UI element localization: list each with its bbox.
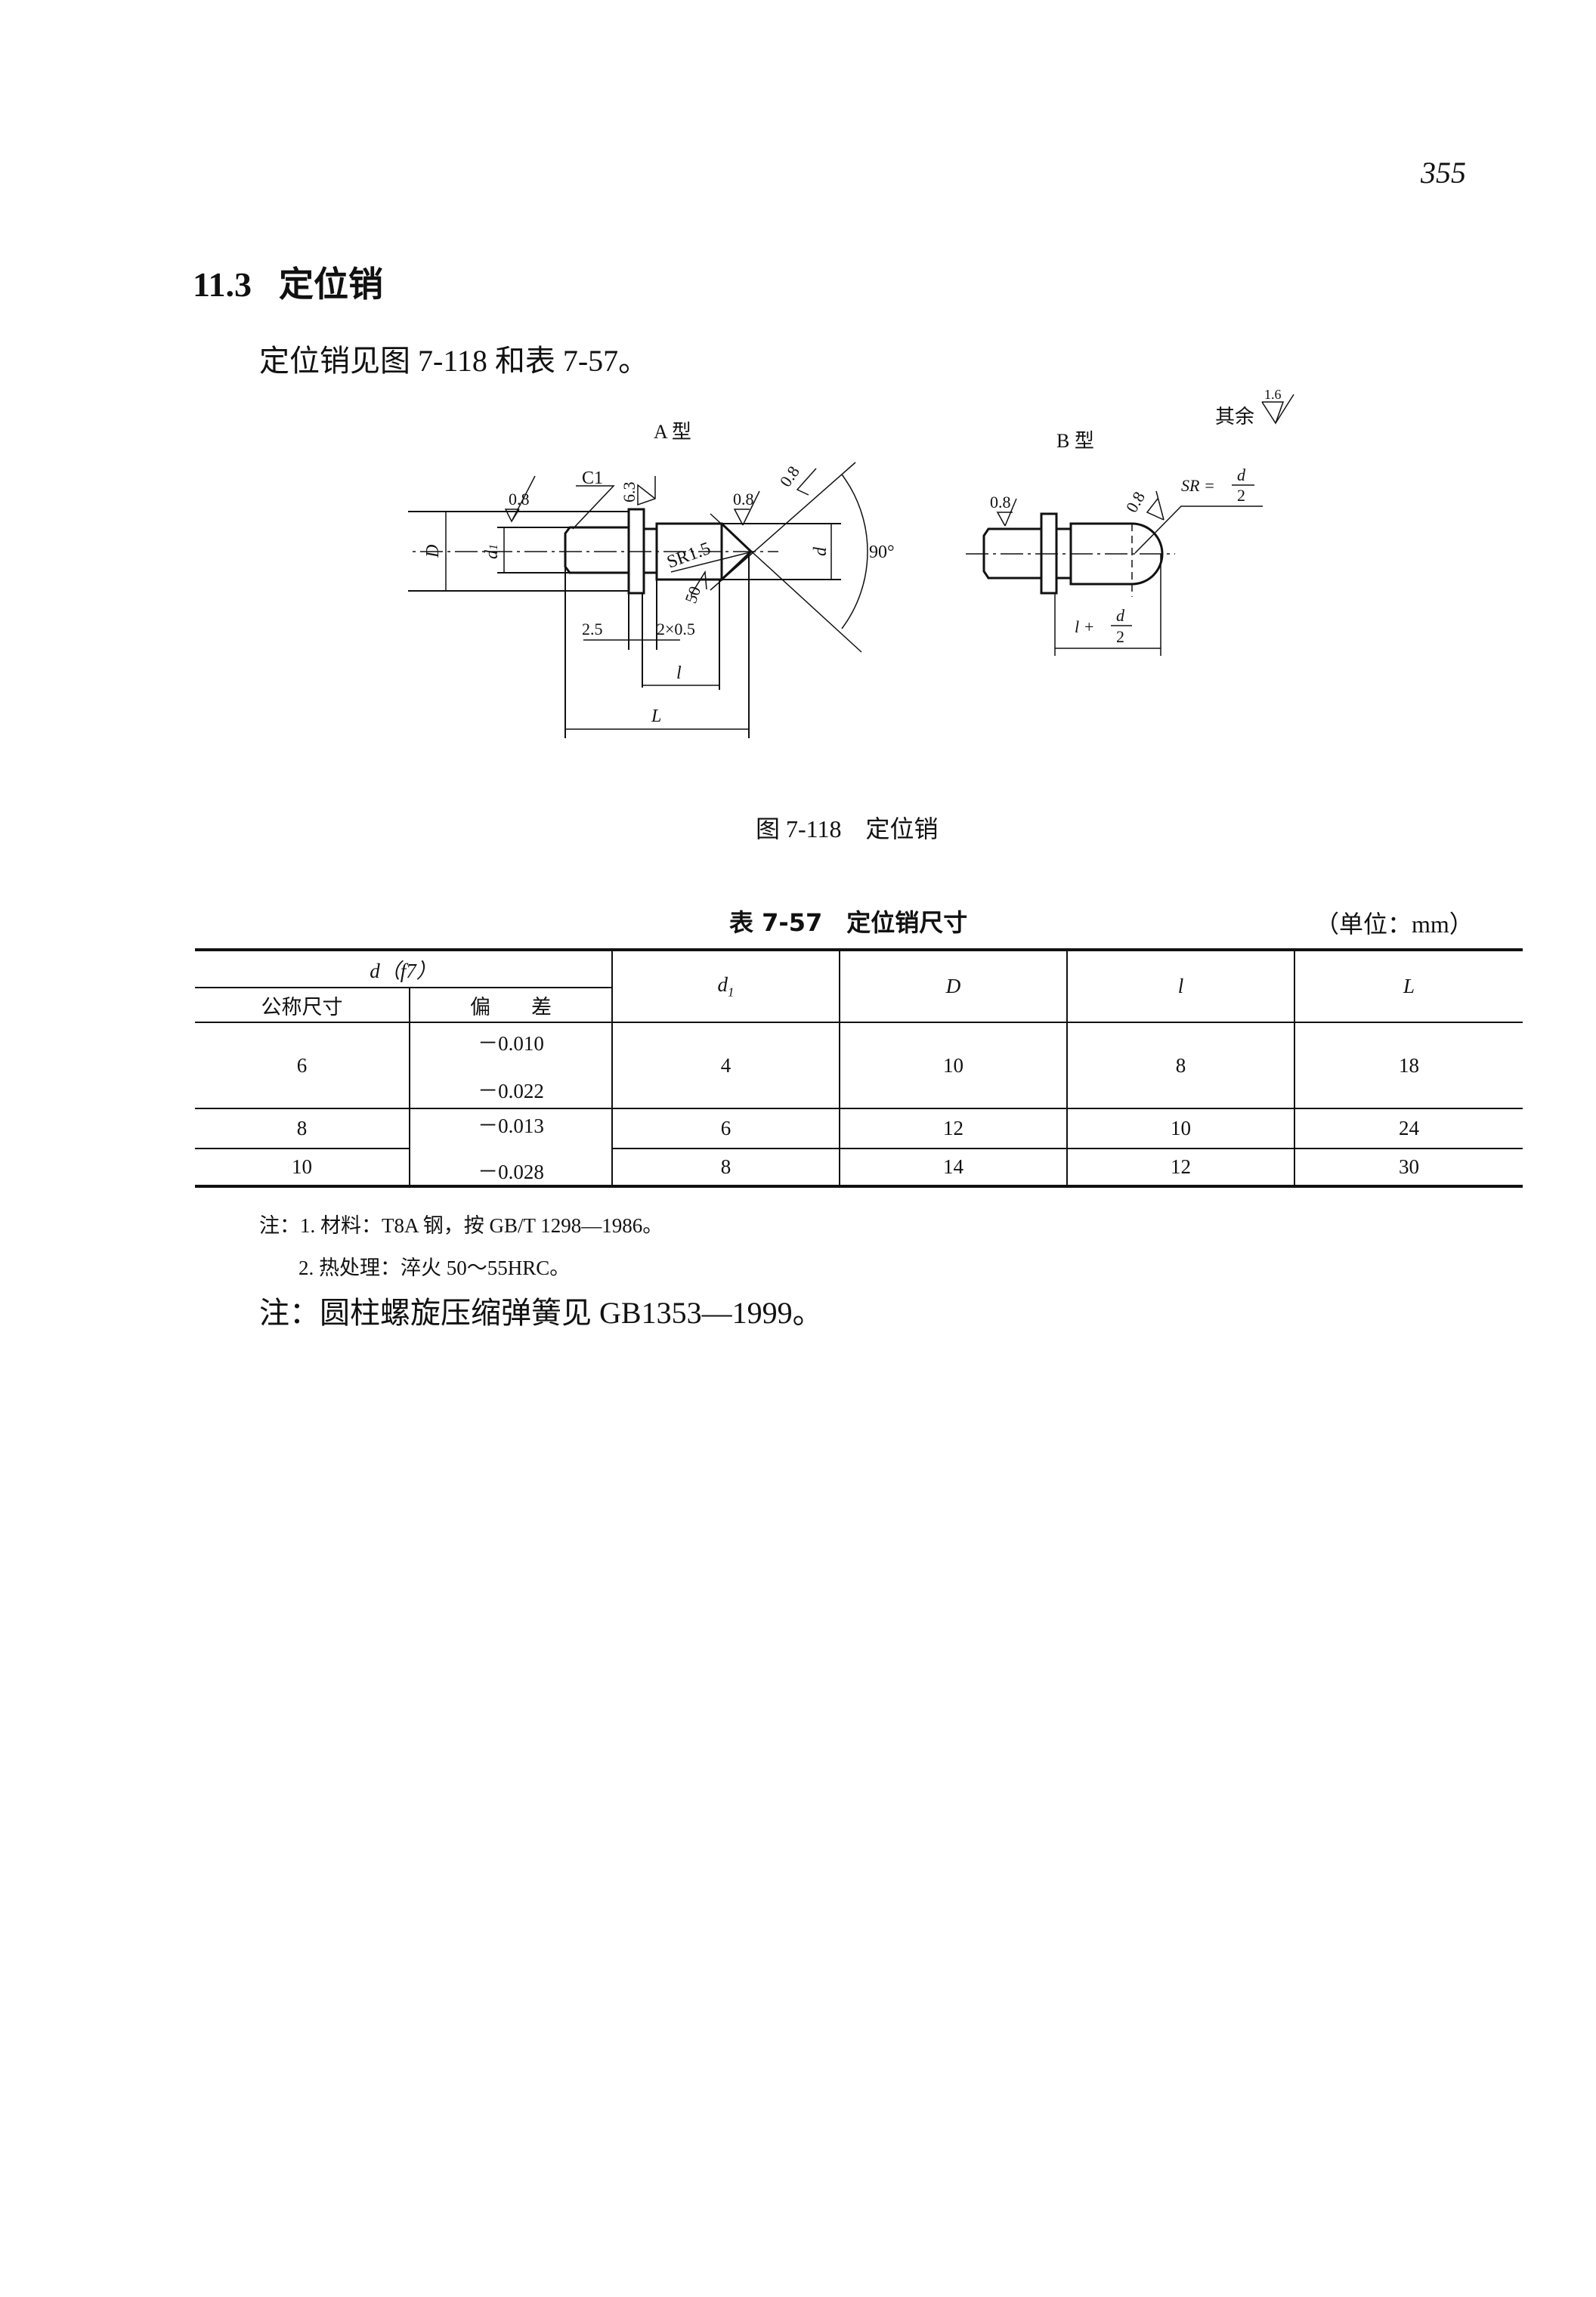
header-d1-text: d — [717, 972, 728, 996]
dim-d1-subscript: 1 — [487, 544, 500, 550]
section-title: 定位销 — [278, 264, 383, 305]
header-nominal: 公称尺寸 — [195, 987, 410, 1023]
cell-nominal: 6 — [195, 1022, 410, 1109]
type-a-label: A 型 — [654, 421, 691, 443]
dim-2-5-label: 2.5 — [582, 620, 603, 638]
figure-caption: 图 7-118 定位销 — [756, 815, 939, 842]
cell-d1: 4 — [611, 1022, 840, 1109]
roughness-label: 6.3 — [620, 482, 639, 503]
table-title: 表 7-57 定位销尺寸 — [729, 908, 968, 937]
cell-l: 8 — [1066, 1022, 1295, 1109]
b-length-label: l + — [1075, 617, 1094, 636]
cell-L: 18 — [1294, 1022, 1523, 1109]
intro-text: 定位销见图 7-118 和表 7-57。 — [259, 344, 649, 378]
sr-angle-label: 50 — [681, 583, 704, 605]
b-length-numerator: d — [1116, 606, 1125, 625]
dim-L-label: L — [651, 706, 661, 726]
dim-d-label: d — [811, 546, 830, 556]
cell-D: 14 — [839, 1148, 1068, 1187]
locating-pin-dimension-table: d（f7） d1 D l L 公称尺寸 偏 差 6 －0.010 －0.022 4… — [195, 948, 1523, 1188]
cell-l: 12 — [1066, 1148, 1295, 1187]
other-roughness-value: 1.6 — [1264, 387, 1282, 402]
section-number: 11.3 — [193, 265, 252, 304]
cell-deviation-shared: －0.013 －0.028 — [409, 1108, 613, 1187]
b-sr-label: SR = — [1181, 476, 1215, 495]
cell-D: 12 — [839, 1107, 1068, 1150]
dim-l-label: l — [676, 663, 682, 683]
dim-groove-label: 2×0.5 — [657, 620, 695, 638]
deviation-lower: －0.022 — [478, 1080, 544, 1102]
footnote: 注：圆柱螺旋压缩弹簧见 GB1353—1999。 — [259, 1296, 823, 1330]
cell-l: 10 — [1066, 1107, 1295, 1150]
header-l: l — [1066, 949, 1295, 1023]
header-d1: d1 — [611, 949, 840, 1023]
table-row: 10 8 14 12 30 — [195, 1148, 1523, 1187]
svg-text:d1: d1 — [482, 544, 502, 559]
header-L: L — [1294, 949, 1523, 1023]
table-note-1: 注：1. 材料：T8A 钢，按 GB/T 1298—1986。 — [259, 1214, 663, 1237]
deviation-lower: －0.028 — [478, 1161, 544, 1183]
type-a-pin — [408, 462, 868, 738]
section-heading: 11.3 定位销 — [193, 257, 383, 307]
header-deviation: 偏 差 — [409, 987, 612, 1023]
cell-nominal: 10 — [195, 1148, 410, 1187]
chamfer-label: C1 — [582, 468, 603, 488]
other-roughness-label: 其余 — [1215, 406, 1254, 428]
locating-pin-drawing: A 型 C1 0.8 0.8 — [408, 387, 1294, 738]
roughness-icon — [1261, 394, 1294, 425]
cell-D: 10 — [839, 1022, 1068, 1109]
header-D: D — [839, 949, 1068, 1023]
header-d-group: d（f7） — [195, 949, 613, 988]
type-b-pin — [966, 490, 1263, 656]
roughness-label: 0.8 — [509, 490, 530, 509]
cell-d1: 8 — [611, 1148, 840, 1187]
roughness-label: 0.8 — [733, 490, 754, 509]
b-sr-numerator: d — [1237, 465, 1246, 484]
table-row: 8 －0.013 －0.028 6 12 10 24 — [195, 1107, 1523, 1187]
type-a-annotations: C1 0.8 0.8 6.3 0.8 SR1.5 50 90° D d1 d 2… — [423, 462, 895, 726]
table-row: 6 －0.010 －0.022 4 10 8 18 — [195, 1022, 1523, 1109]
roughness-label: 0.8 — [776, 462, 803, 490]
deviation-upper: －0.010 — [478, 1032, 544, 1055]
b-length-denominator: 2 — [1116, 627, 1124, 646]
roughness-label: 0.8 — [1122, 488, 1149, 515]
header-d1-subscript: 1 — [728, 985, 735, 1000]
table-unit: （单位：mm） — [1315, 910, 1474, 938]
deviation-upper: －0.013 — [478, 1114, 544, 1137]
cell-L: 24 — [1294, 1107, 1523, 1150]
cell-deviation: －0.010 －0.022 — [409, 1022, 613, 1109]
dim-d1-label: d — [482, 549, 502, 559]
table-note-2: 2. 热处理：淬火 50～55HRC。 — [298, 1257, 571, 1279]
cell-d1: 6 — [611, 1107, 840, 1150]
roughness-label: 0.8 — [990, 493, 1011, 512]
cell-L: 30 — [1294, 1148, 1523, 1187]
type-b-annotations: 0.8 0.8 SR = d 2 l + d 2 — [990, 465, 1254, 646]
type-b-label: B 型 — [1056, 430, 1094, 452]
b-sr-denominator: 2 — [1237, 486, 1245, 505]
angle-label: 90° — [869, 543, 895, 562]
cell-nominal: 8 — [195, 1107, 410, 1150]
page-number: 355 — [1421, 156, 1466, 190]
dim-D-label: D — [423, 545, 443, 558]
